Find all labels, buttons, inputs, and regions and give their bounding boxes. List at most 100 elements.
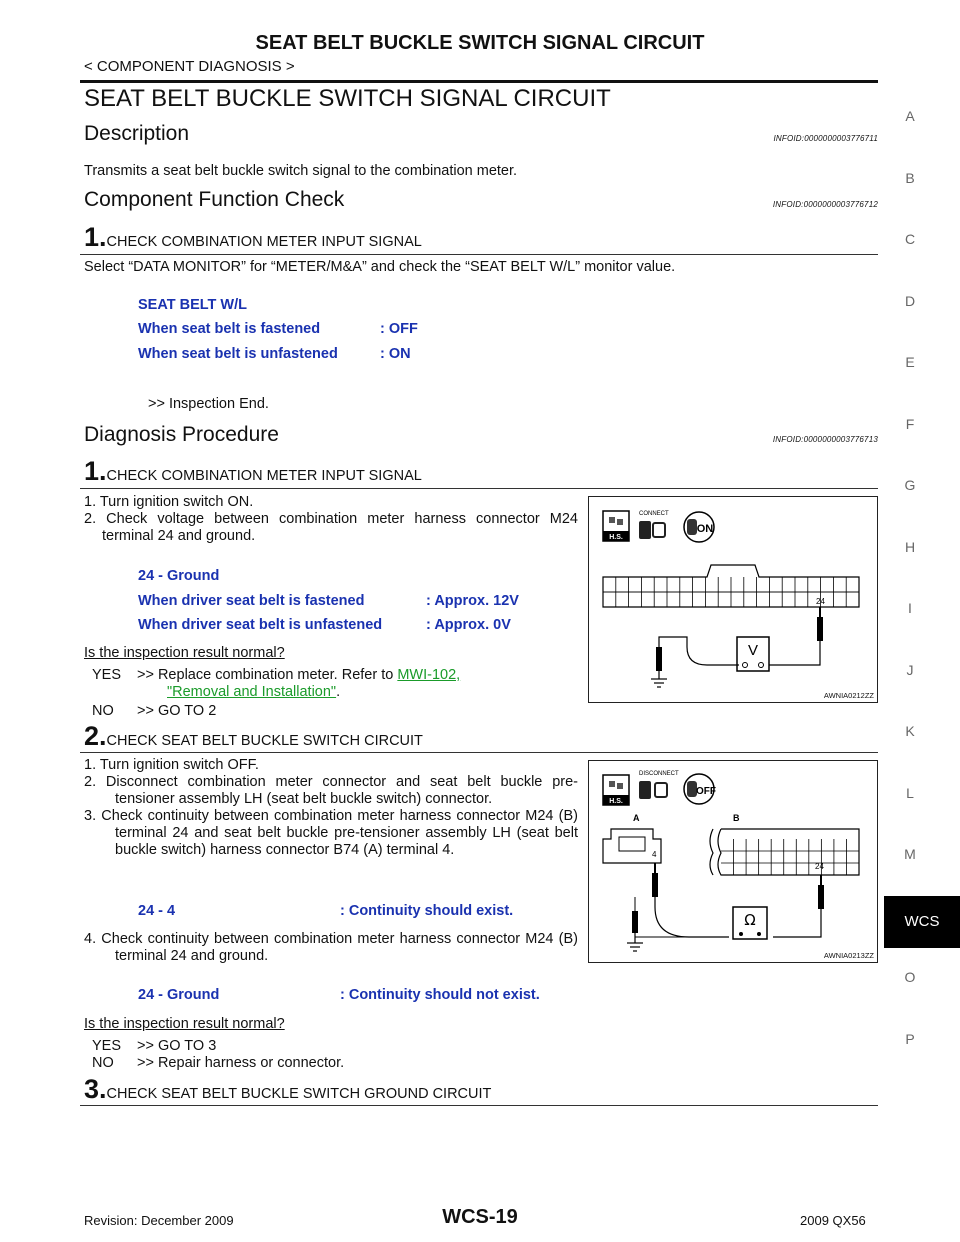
probe-negative: [656, 647, 662, 671]
on-label: ON: [697, 523, 714, 535]
figure-id: AWNIA0213ZZ: [823, 951, 874, 960]
side-index-p[interactable]: P: [905, 1030, 915, 1047]
step2-yes-label: YES: [92, 1038, 122, 1054]
disconnect-label: DISCONNECT: [639, 771, 679, 777]
connector-m24: [709, 828, 860, 876]
side-index-g[interactable]: G: [904, 477, 916, 493]
function-check-infoid: INFOID:0000000003776712: [772, 200, 878, 209]
step2-line2: 2. Disconnect combination meter connecto…: [84, 774, 578, 807]
spec-row2-value: : ON: [380, 346, 411, 362]
step2-spec2-label: 24 - Ground: [138, 987, 220, 1003]
diagnosis-step2-heading: 2.CHECK SEAT BELT BUCKLE SWITCH CIRCUIT: [84, 721, 423, 752]
side-index-d[interactable]: D: [904, 292, 916, 309]
step2-yes-text: >> GO TO 3: [137, 1038, 217, 1054]
step1-question: Is the inspection result normal?: [84, 645, 285, 661]
step1-spec-row1-value: : Approx. 12V: [426, 593, 519, 609]
step-number: 3.: [84, 1074, 107, 1104]
side-index-l[interactable]: L: [906, 784, 914, 801]
figure-voltage-check: H.S. CONNECT ON 24 V AWNIA0212ZZ: [588, 496, 878, 703]
figure-continuity-check: H.S. DISCONNECT OFF A 4 B 24 Ω: [588, 760, 878, 963]
step-rule: [80, 752, 878, 753]
hs-label: H.S.: [609, 798, 623, 805]
step1-line2: 2. Check voltage between combination met…: [84, 511, 578, 544]
step1-no-text: >> GO TO 2: [137, 703, 217, 719]
spec-row1-label: When seat belt is fastened: [138, 321, 321, 337]
figure-id: AWNIA0212ZZ: [823, 691, 874, 700]
terminal-24-label: 24: [815, 862, 824, 871]
spec-row1-value: : OFF: [380, 321, 418, 337]
ohmmeter-symbol: Ω: [744, 911, 755, 929]
continuity-check-diagram: H.S. DISCONNECT OFF A 4 B 24 Ω: [602, 771, 860, 952]
side-index-m[interactable]: M: [904, 846, 916, 862]
spec-title: SEAT BELT W/L: [138, 297, 248, 313]
step1-instructions: 1. Turn ignition switch ON. 2. Check vol…: [84, 494, 578, 545]
step-rule: [80, 488, 878, 489]
terminal-4-label: 4: [652, 850, 657, 859]
footer-model: 2009 QX56: [800, 1213, 866, 1228]
function-check-instruction: Select “DATA MONITOR” for “METER/M&A” an…: [84, 259, 676, 275]
step-number: 2.: [84, 721, 107, 751]
voltmeter-symbol: V: [748, 642, 758, 659]
step-number: 1.: [84, 456, 107, 486]
side-index-c[interactable]: C: [904, 231, 916, 247]
side-index-o[interactable]: O: [904, 969, 916, 985]
step-title: CHECK SEAT BELT BUCKLE SWITCH CIRCUIT: [106, 733, 423, 749]
header-title: SEAT BELT BUCKLE SWITCH SIGNAL CIRCUIT: [255, 32, 705, 54]
side-index-a[interactable]: A: [905, 108, 915, 124]
link-mwi-102[interactable]: MWI-102,: [397, 667, 461, 683]
step-title: CHECK COMBINATION METER INPUT SIGNAL: [106, 468, 422, 484]
step-number: 1.: [84, 222, 107, 252]
side-index-b[interactable]: B: [905, 169, 915, 186]
function-check-step-heading: 1.CHECK COMBINATION METER INPUT SIGNAL: [84, 222, 422, 253]
step1-yes-label: YES: [92, 667, 122, 683]
probe-ground: [632, 911, 638, 933]
ground-icon: [627, 942, 643, 952]
step1-line1: 1. Turn ignition switch ON.: [84, 494, 254, 510]
footer-revision: Revision: December 2009: [84, 1213, 234, 1228]
step2-line4: 4. Check continuity between combination …: [84, 931, 578, 964]
side-index-e[interactable]: E: [905, 354, 915, 370]
step2-no-text: >> Repair harness or connector.: [137, 1055, 345, 1071]
page-title: SEAT BELT BUCKLE SWITCH SIGNAL CIRCUIT: [84, 85, 611, 112]
step-rule: [80, 254, 878, 255]
connector-plug-icon: [639, 781, 651, 799]
step2-spec2-value: : Continuity should not exist.: [340, 987, 540, 1003]
diagnosis-step3-heading: 3.CHECK SEAT BELT BUCKLE SWITCH GROUND C…: [84, 1074, 491, 1105]
side-index-wcs[interactable]: WCS: [884, 896, 960, 948]
step2-question: Is the inspection result normal?: [84, 1016, 285, 1032]
side-index-j[interactable]: J: [906, 661, 914, 678]
step2-spec1-value: : Continuity should exist.: [340, 903, 514, 919]
diagnosis-step1-heading: 1.CHECK COMBINATION METER INPUT SIGNAL: [84, 456, 422, 487]
side-index-f[interactable]: F: [905, 415, 915, 432]
off-label: OFF: [696, 786, 716, 797]
description-infoid: INFOID:0000000003776711: [773, 134, 878, 143]
terminal-24-label: 24: [816, 597, 825, 606]
header-rule: [80, 80, 878, 83]
step2-line3: 3. Check continuity between combination …: [84, 808, 578, 858]
step2-no-label: NO: [92, 1055, 114, 1071]
link-removal-installation[interactable]: "Removal and Installation": [167, 684, 337, 700]
ohmmeter: [732, 906, 768, 940]
side-index-h[interactable]: H: [904, 538, 916, 555]
ground-icon: [651, 678, 667, 688]
step1-spec-row2-label: When driver seat belt is unfastened: [138, 617, 383, 633]
step1-yes-text: >> Replace combination meter. Refer to M…: [137, 667, 461, 700]
step1-spec-title: 24 - Ground: [138, 568, 220, 584]
step1-spec-row1-label: When driver seat belt is fastened: [138, 593, 365, 609]
spec-row2-label: When seat belt is unfastened: [138, 346, 338, 362]
voltage-check-diagram: H.S. CONNECT ON 24 V: [602, 510, 860, 688]
connect-label: CONNECT: [639, 511, 669, 517]
step-title: CHECK SEAT BELT BUCKLE SWITCH GROUND CIR…: [106, 1086, 492, 1102]
step2-instructions: 1. Turn ignition switch OFF. 2. Disconne…: [84, 757, 578, 859]
side-index-k[interactable]: K: [905, 723, 915, 739]
connector-a-label: A: [633, 813, 640, 823]
step2-spec1-label: 24 - 4: [138, 903, 176, 919]
footer-page-number: WCS-19: [442, 1206, 518, 1228]
connector-b-label: B: [733, 813, 740, 823]
function-check-result: >> Inspection End.: [148, 396, 269, 412]
step2-line4-block: 4. Check continuity between combination …: [84, 931, 578, 965]
step2-line1: 1. Turn ignition switch OFF.: [84, 757, 259, 773]
header-subtitle: < COMPONENT DIAGNOSIS >: [84, 58, 295, 75]
description-heading: Description: [84, 122, 190, 145]
side-index-i[interactable]: I: [908, 600, 912, 616]
